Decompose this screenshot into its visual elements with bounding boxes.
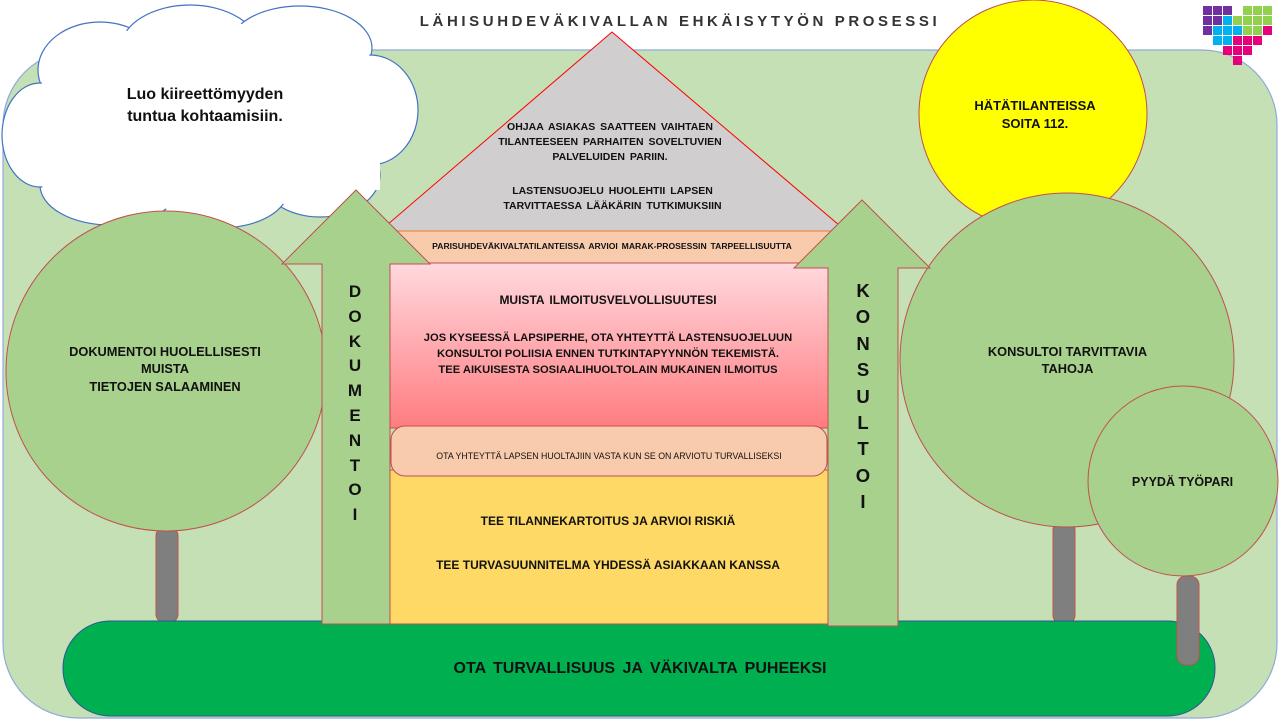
logo-pixel [1243, 26, 1252, 35]
left-arrow-letter: M [347, 381, 363, 401]
left-tree-line: MUISTA [140, 361, 190, 377]
left-arrow-letter: I [352, 505, 358, 525]
small-tree-trunk [1176, 575, 1200, 666]
logo-pixel [1203, 16, 1212, 25]
right-arrow-letter: O [855, 464, 871, 486]
roof-text-top: OHJAA ASIAKAS SAATTEEN VAIHTAEN TILANTEE… [445, 120, 775, 166]
marak-band-text: PARISUHDEVÄKIVALTATILANTEISSA ARVIOI MAR… [432, 241, 792, 251]
logo-pixel [1243, 6, 1252, 15]
logo-pixel [1233, 36, 1242, 45]
logo-pixel [1213, 6, 1222, 15]
roof-line: TILANTEESEEN PARHAITEN SOVELTUVIEN [498, 136, 722, 149]
left-arrow [280, 189, 432, 625]
logo-pixel [1243, 46, 1252, 55]
roof-text-bottom: LASTENSUOJELU HUOLEHTII LAPSEN TARVITTAE… [440, 184, 785, 214]
logo-pixel [1223, 46, 1232, 55]
red-block-line: KONSULTOI POLIISIA ENNEN TUTKINTAPYYNNÖN… [436, 348, 780, 361]
logo-pixel [1253, 26, 1262, 35]
cloud-line: Luo kiireettömyyden [126, 86, 284, 103]
ground-text: OTA TURVALLISUUS JA VÄKIVALTA PUHEEKSI [453, 660, 827, 677]
red-block-line: JOS KYSEESSÄ LAPSIPERHE, OTA YHTEYTTÄ LA… [423, 332, 793, 344]
left-arrow-letter: O [348, 480, 362, 500]
right-arrow-letter: K [856, 280, 870, 301]
logo-pixel [1223, 26, 1232, 35]
red-block-lines: JOS KYSEESSÄ LAPSIPERHE, OTA YHTEYTTÄ LA… [395, 330, 821, 379]
guardians-band-text: OTA YHTEYTTÄ LAPSEN HUOLTAJIIN VASTA KUN… [436, 451, 782, 461]
guardians-band [390, 425, 828, 477]
logo-icon [1203, 6, 1273, 66]
left-arrow-letter: E [349, 405, 361, 425]
red-block [387, 262, 829, 429]
roof-line: LASTENSUOJELU HUOLEHTII LAPSEN [512, 185, 713, 197]
logo-pixel [1233, 16, 1242, 25]
left-tree-text: DOKUMENTOI HUOLELLISESTI MUISTA TIETOJEN… [40, 343, 290, 395]
left-arrow-letter: N [348, 430, 362, 450]
base-block-line-2: TEE TURVASUUNNITELMA YHDESSÄ ASIAKKAAN K… [436, 558, 780, 572]
right-arrow-letter: O [855, 306, 871, 328]
logo-pixel [1223, 16, 1232, 25]
right-arrow-letter: S [856, 359, 870, 381]
right-tree-trunk [1052, 520, 1076, 625]
right-arrow-letter: N [856, 332, 870, 354]
right-arrow-letter: T [857, 438, 869, 460]
left-arrow-letter: O [348, 306, 362, 326]
logo-pixel [1263, 26, 1272, 35]
logo-pixel [1263, 16, 1272, 25]
logo-pixel [1243, 36, 1252, 45]
right-arrow-letter: I [860, 491, 866, 513]
sun-line: SOITA 112. [1001, 115, 1069, 131]
red-block-heading: MUISTA ILMOITUSVELVOLLISUUTESI [499, 293, 717, 307]
cloud-line: tuntua kohtaamisiin. [127, 107, 283, 125]
logo-pixel [1203, 26, 1212, 35]
left-arrow-letter: K [348, 331, 362, 351]
logo-pixel [1253, 36, 1262, 45]
logo-pixel [1253, 6, 1262, 15]
cloud-fill [6, 9, 414, 224]
right-arrow-letter: L [857, 412, 869, 434]
logo-pixel [1233, 26, 1242, 35]
small-tree-text: PYYDÄ TYÖPARI [1131, 475, 1234, 489]
left-arrow-letter: T [349, 455, 361, 475]
logo-pixel [1213, 16, 1222, 25]
logo-pixel [1233, 46, 1242, 55]
sun-text: HÄTÄTILANTEISSA SOITA 112. [940, 97, 1130, 132]
sun-line: HÄTÄTILANTEISSA [974, 98, 1096, 113]
logo-pixel [1223, 36, 1232, 45]
logo-pixel [1243, 16, 1252, 25]
cloud-text: Luo kiireettömyyden tuntua kohtaamisiin. [80, 84, 330, 127]
small-tree-circle [1087, 385, 1279, 577]
left-arrow-letter: U [348, 356, 362, 376]
logo-pixel [1223, 6, 1232, 15]
page-title: LÄHISUHDEVÄKIVALLAN EHKÄISYTYÖN PROSESSI [419, 13, 941, 30]
logo-pixel [1233, 56, 1242, 65]
left-tree-trunk [155, 526, 179, 624]
base-block-line-1: TEE TILANNEKARTOITUS JA ARVIOI RISKIÄ [480, 514, 736, 528]
roof-line: OHJAA ASIAKAS SAATTEEN VAIHTAEN [507, 121, 713, 133]
left-tree-line: TIETOJEN SALAAMINEN [89, 378, 241, 394]
base-block [387, 469, 829, 625]
right-arrow [792, 199, 932, 627]
right-arrow-letter: U [856, 385, 870, 407]
logo-pixel [1213, 26, 1222, 35]
roof-line: TARVITTAESSA LÄÄKÄRIN TUTKIMUKSIIN [503, 200, 722, 213]
logo-pixel [1263, 6, 1272, 15]
left-arrow-letter: D [348, 282, 362, 301]
logo-pixel [1203, 6, 1212, 15]
logo-pixel [1213, 36, 1222, 45]
logo-pixel [1253, 16, 1262, 25]
right-tree-text: KONSULTOI TARVITTAVIA TAHOJA [955, 343, 1180, 378]
right-tree-line: KONSULTOI TARVITTAVIA [987, 344, 1148, 359]
red-block-line: TEE AIKUISESTA SOSIAALIHUOLTOLAIN MUKAIN… [438, 364, 778, 377]
left-tree-line: DOKUMENTOI HUOLELLISESTI [69, 344, 261, 359]
right-tree-line: TAHOJA [1041, 361, 1094, 377]
roof-line: PALVELUIDEN PARIIN. [552, 151, 668, 164]
